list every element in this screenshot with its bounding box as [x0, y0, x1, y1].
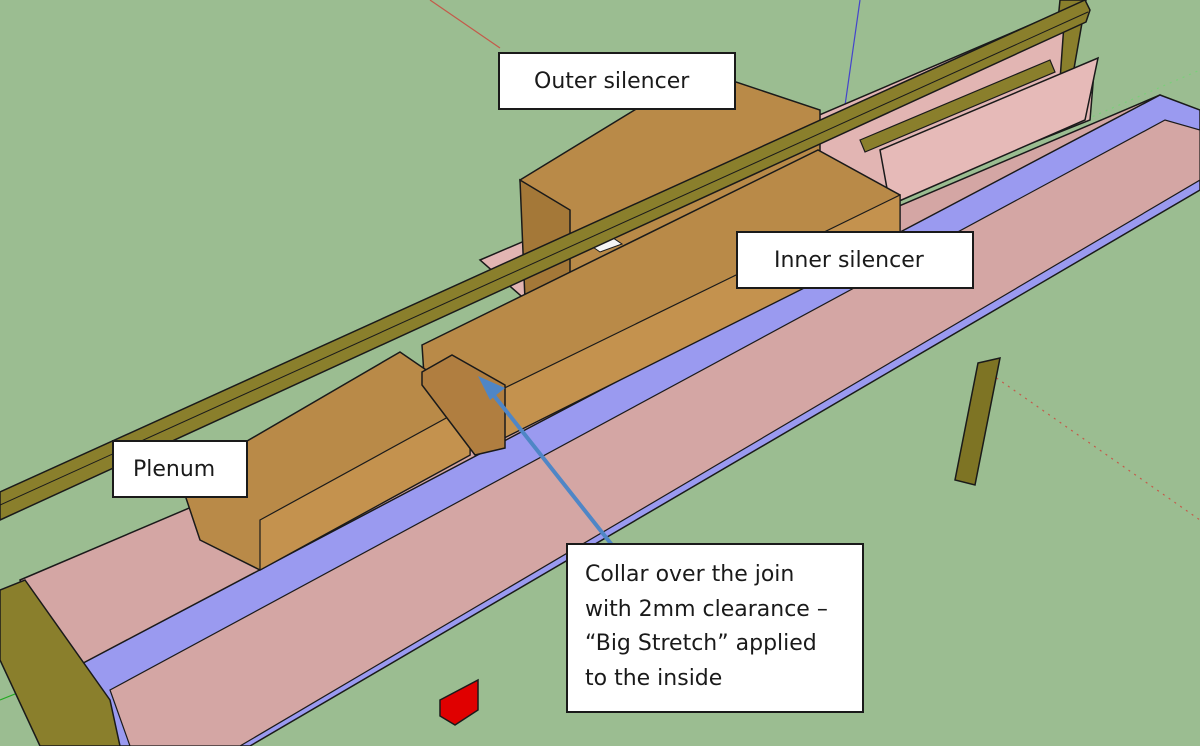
frame-rail [0, 0, 1091, 521]
collar-note-line: “Big Stretch” applied [585, 631, 817, 656]
callout-arrow-line [486, 386, 614, 547]
plenum-side [259, 403, 471, 572]
red-axis-dotted [984, 369, 1200, 521]
frame-rail-edge [0, 11, 1089, 506]
collar-note-line: with 2mm clearance – [585, 596, 828, 622]
support-leg [954, 357, 1001, 486]
collar-note-line: to the inside [585, 665, 723, 691]
collar-note-line: Collar over the join [585, 562, 795, 587]
inner-silencer-label: Inner silencer [736, 231, 974, 289]
plenum-label-text: Plenum [133, 457, 216, 482]
callout-arrow-head [478, 376, 505, 400]
pink-panel-right [879, 56, 1100, 207]
inner-frame-rail [859, 59, 1056, 153]
plenum-label: Plenum [112, 440, 248, 498]
outer-silencer-label-text: Outer silencer [534, 69, 690, 94]
outer-silencer-label: Outer silencer [498, 52, 736, 110]
left-frame-post [0, 579, 121, 746]
collar-note: Collar over the join with 2mm clearance … [566, 543, 864, 713]
red-block [439, 678, 479, 726]
red-axis-line [429, 0, 501, 49]
inner-silencer-label-text: Inner silencer [774, 248, 924, 273]
